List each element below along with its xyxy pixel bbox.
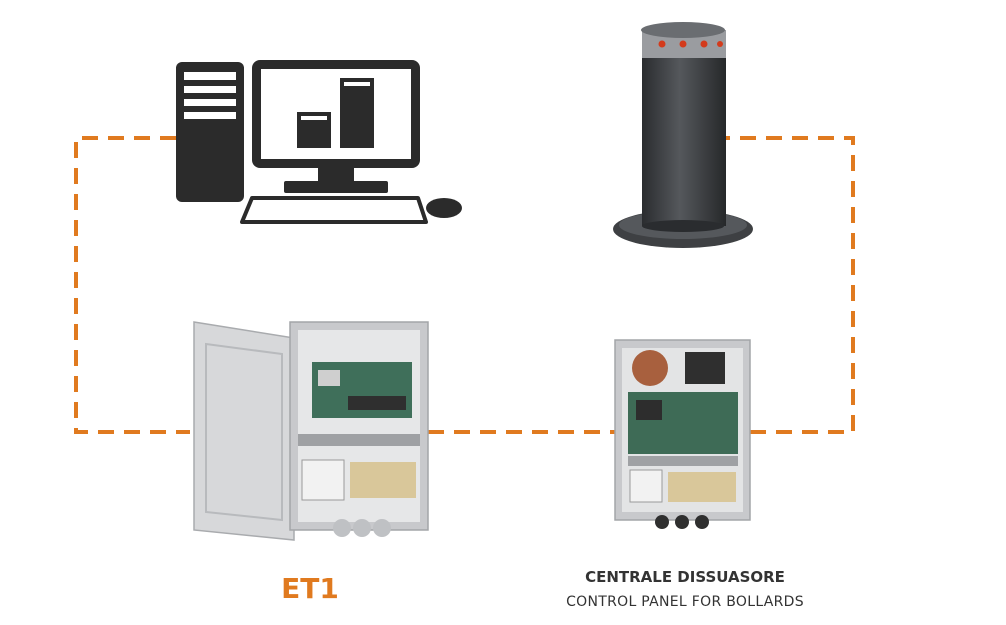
mouse-icon (426, 198, 462, 218)
desktop-computer-icon (176, 60, 462, 224)
control-panel-label-italian: CENTRALE DISSUASORE (585, 568, 785, 586)
et1-label: ET1 (281, 572, 339, 605)
bollard-icon (613, 22, 753, 248)
tower-icon (176, 62, 244, 202)
link-computer-to-et1 (74, 136, 190, 434)
transformer-icon (632, 350, 668, 386)
control-panel-label-english: CONTROL PANEL FOR BOLLARDS (566, 594, 804, 610)
bollard-control-panel-icon (614, 339, 751, 529)
keyboard-icon (240, 196, 428, 224)
link-panel-to-bollard (726, 136, 855, 434)
connection-lines (74, 136, 855, 434)
et1-controller-icon (193, 321, 429, 541)
et1-open-door (193, 321, 295, 541)
